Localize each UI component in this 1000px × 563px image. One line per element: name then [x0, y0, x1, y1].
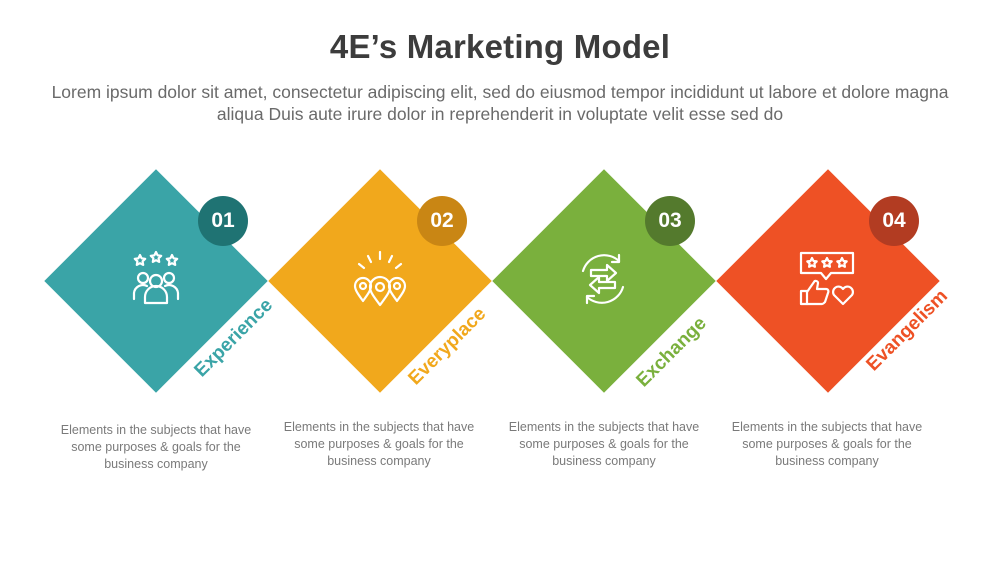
step-2-description: Elements in the subjects that have some …	[283, 420, 475, 468]
step-1-number-badge: 01	[198, 196, 248, 246]
step-2-number-badge: 02	[417, 196, 467, 246]
location-pins-icon	[353, 250, 407, 307]
exchange-arrows-icon	[581, 253, 625, 305]
step-3-description: Elements in the subjects that have some …	[508, 420, 700, 468]
step-4-description: Elements in the subjects that have some …	[731, 420, 923, 468]
step-4-number-badge: 04	[869, 196, 919, 246]
page-title: 4E’s Marketing Model	[329, 28, 671, 65]
page-subtitle: Lorem ipsum dolor sit amet, consectetur …	[51, 82, 949, 124]
people-rating-icon	[132, 250, 180, 305]
step-1-description: Elements in the subjects that have some …	[60, 423, 252, 471]
step-3-number-badge: 03	[645, 196, 695, 246]
review-like-icon	[799, 251, 855, 306]
